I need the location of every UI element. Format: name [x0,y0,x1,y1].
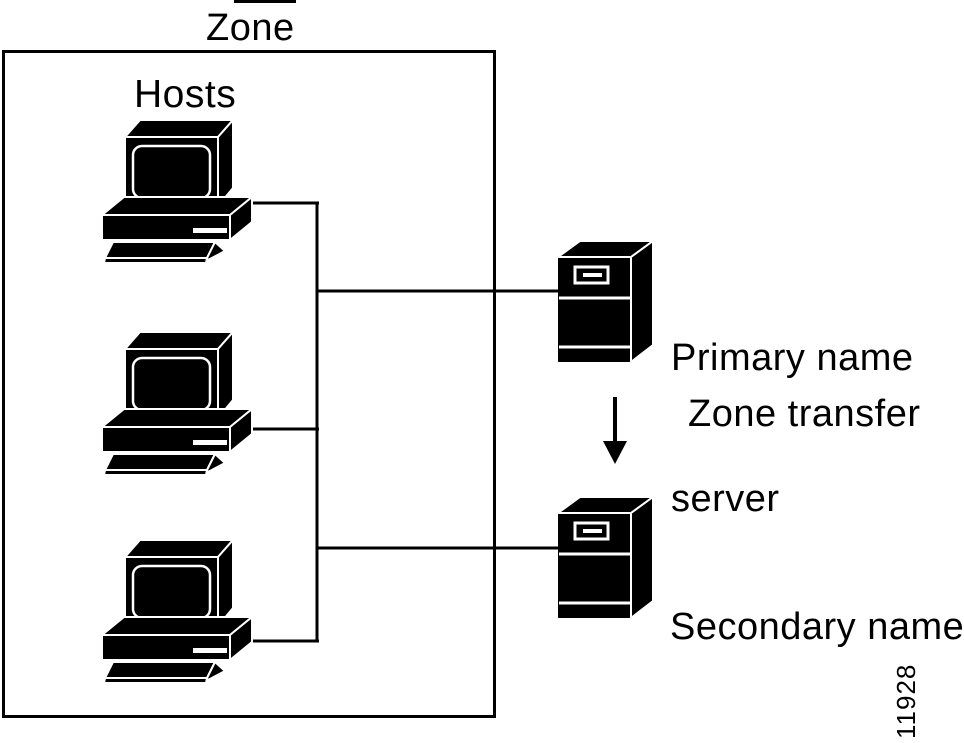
hosts-label: Hosts [134,73,237,116]
zone-transfer-arrow-icon [603,397,627,464]
secondary-server-label: Secondary name server [670,510,964,743]
figure-number: 11928 [891,663,921,739]
host-computer-icon-2 [100,330,254,476]
cropped-edge-artifact [234,0,296,3]
zone-transfer-label: Zone transfer [688,393,921,435]
secondary-server-icon [558,496,654,619]
secondary-server-label-line1: Secondary name [670,606,964,648]
host-computer-icon-3 [100,538,254,684]
primary-server-label: Primary name server [671,241,914,617]
primary-server-label-line2: server [671,478,780,520]
primary-server-label-line1: Primary name [671,337,914,379]
host-computer-icon-1 [100,118,254,264]
zone-label: Zone [206,7,295,49]
zone-boundary [2,50,496,718]
primary-server-icon [558,240,654,363]
